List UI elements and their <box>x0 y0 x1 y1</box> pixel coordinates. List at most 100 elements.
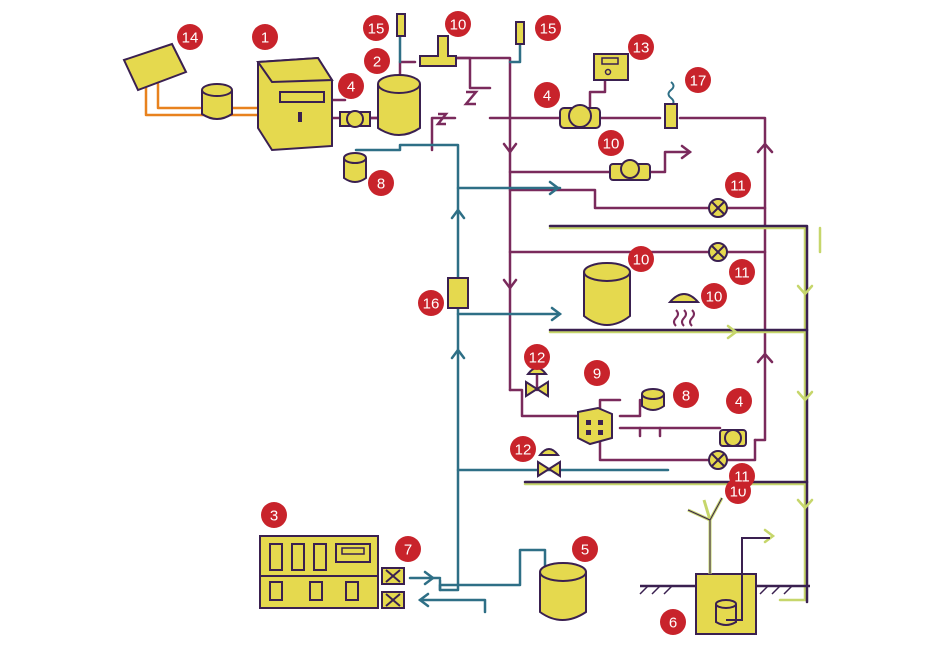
number-badge: 13 <box>628 34 654 60</box>
number-badge: 10 <box>445 11 471 37</box>
flow-arrows <box>417 142 814 608</box>
thermometer-icon <box>396 13 406 37</box>
equipment <box>122 13 810 635</box>
badge-circle <box>535 15 561 41</box>
check-valve-icon <box>463 90 479 106</box>
number-badge: 10 <box>701 283 727 309</box>
solar-collector-icon <box>122 42 188 92</box>
circulation-pump-icon <box>719 429 747 447</box>
badge-number: 12 <box>515 442 532 459</box>
arrow-up <box>450 347 466 360</box>
number-badge: 11 <box>725 172 751 198</box>
number-badge: 12 <box>510 436 536 462</box>
number-badge: 9 <box>584 360 610 386</box>
badge-number: 6 <box>669 615 677 632</box>
badge-circle <box>363 15 389 41</box>
badge-number: 11 <box>730 178 746 195</box>
number-badge: 11 <box>729 463 755 489</box>
arrow-down <box>796 390 814 402</box>
badge-circle <box>729 259 755 285</box>
badge-circle <box>368 170 394 196</box>
badge-circle <box>252 24 278 50</box>
heat-pump-unit-icon <box>259 535 379 609</box>
circulation-pump-icon <box>339 110 371 128</box>
number-badge: 15 <box>363 15 389 41</box>
wastewater-pipes <box>523 226 822 602</box>
number-badge: 8 <box>368 170 394 196</box>
arrow-down <box>796 284 814 296</box>
regulating-valve-icon <box>537 448 561 478</box>
boiler-icon <box>256 56 334 152</box>
solar-buffer-tank-icon <box>201 83 233 120</box>
badge-circle <box>534 82 560 108</box>
arrow-up <box>756 352 774 364</box>
filter-icon <box>447 277 469 309</box>
badge-number: 4 <box>543 88 551 105</box>
badge-circle <box>685 67 711 93</box>
badge-number: 4 <box>347 79 355 96</box>
badge-circle <box>725 172 751 198</box>
badge-circle <box>701 283 727 309</box>
tap-icon <box>708 198 728 218</box>
number-badge: 14 <box>177 24 203 50</box>
number-badge: 6 <box>660 609 686 635</box>
badge-circle <box>726 388 752 414</box>
hot-water-pipes <box>398 56 767 462</box>
number-badge: 12 <box>524 344 550 370</box>
number-badge: 16 <box>418 290 444 316</box>
number-badge: 5 <box>572 536 598 562</box>
arrow-right <box>680 144 693 160</box>
septic-tank-icon <box>687 497 770 635</box>
number-badge: 4 <box>338 73 364 99</box>
tap-icon <box>708 450 728 470</box>
water-cistern-icon <box>539 562 587 621</box>
arrow-down <box>502 278 518 291</box>
mixing-valve-icon <box>419 35 457 67</box>
number-badge: 7 <box>395 536 421 562</box>
cold-water-pipes <box>354 26 670 614</box>
badge-number: 8 <box>377 176 385 193</box>
number-badge: 3 <box>261 502 287 528</box>
badge-circle <box>628 34 654 60</box>
arrow-right <box>548 180 561 196</box>
arrow-up <box>756 142 774 154</box>
arrow-right <box>550 306 563 322</box>
expansion-vessel-icon <box>641 388 665 411</box>
badge-number: 13 <box>633 40 650 57</box>
badge-circle <box>445 11 471 37</box>
badge-circle <box>177 24 203 50</box>
badge-circle <box>364 48 390 74</box>
arrow-left <box>417 592 430 608</box>
mixing-valve-icon <box>609 159 651 181</box>
badge-number: 11 <box>734 469 750 486</box>
badge-number: 10 <box>450 17 467 34</box>
regulating-valve-icon <box>525 367 549 398</box>
sensor-icon <box>664 81 678 129</box>
badge-number: 10 <box>603 136 620 153</box>
badge-number: 1 <box>261 30 269 47</box>
badge-number: 15 <box>540 21 557 38</box>
arrow-right <box>726 324 739 340</box>
badge-number: 2 <box>373 54 381 71</box>
number-badge: 8 <box>673 382 699 408</box>
badge-circle <box>572 536 598 562</box>
number-badge: 11 <box>729 259 755 285</box>
ground-line <box>639 584 810 595</box>
check-valve-icon <box>435 112 449 126</box>
badge-number: 3 <box>270 508 278 525</box>
badge-circle <box>418 290 444 316</box>
badge-circle <box>510 436 536 462</box>
arrow-right <box>423 570 436 586</box>
number-badge: 15 <box>535 15 561 41</box>
badge-circle <box>598 130 624 156</box>
badge-number: 17 <box>690 73 707 90</box>
badge-circle <box>584 360 610 386</box>
badge-circle <box>673 382 699 408</box>
shutoff-valve-icon <box>381 567 405 585</box>
arrow-down <box>502 142 518 155</box>
number-badge: 10 <box>628 246 654 272</box>
shower-head-icon <box>667 293 701 327</box>
badge-number: 4 <box>735 394 743 411</box>
